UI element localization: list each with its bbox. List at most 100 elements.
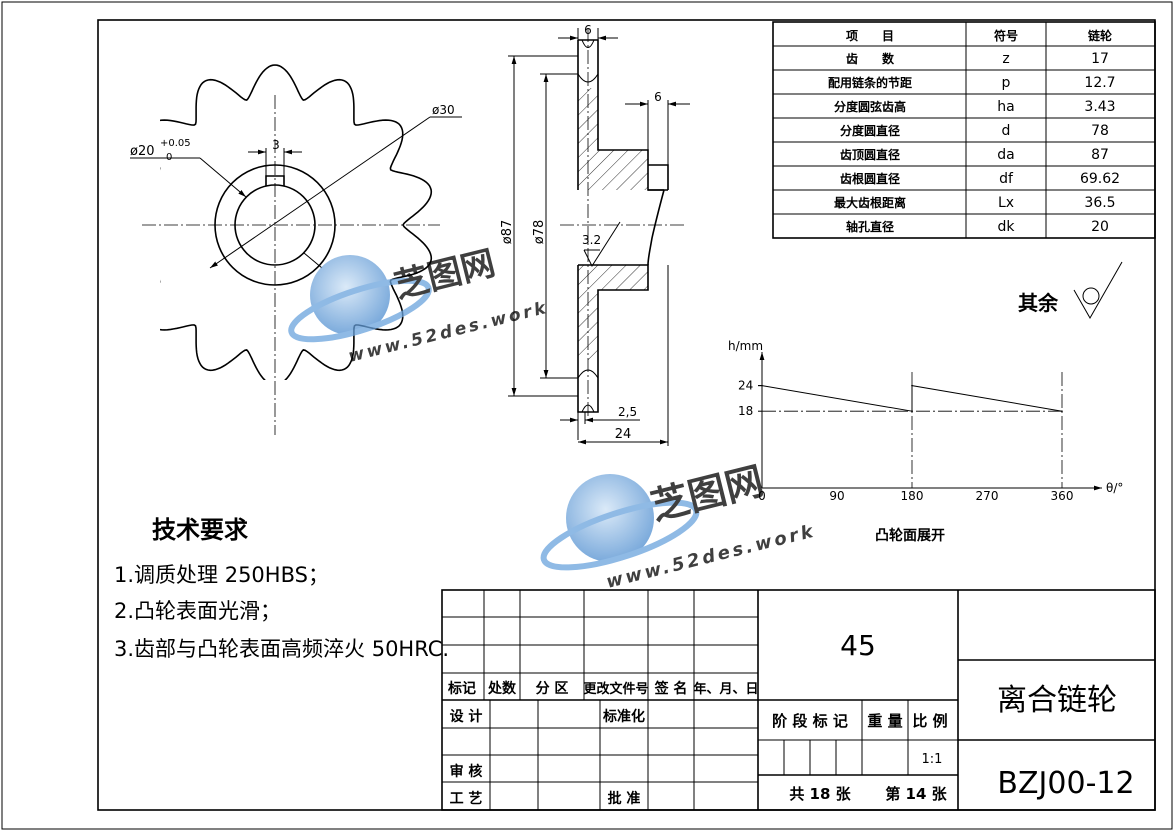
hub-circle [214, 164, 336, 286]
title-block: 标记 处数 分 区 更改文件号 签 名 年、月、日 设 计 标准化 审 核 工 … [441, 589, 1156, 811]
process-label: 工 艺 [450, 790, 483, 807]
param-header-symbol: 符号 [994, 28, 1018, 43]
bore-leader-ext [303, 252, 323, 269]
dim-bore-tol-upper: +0.05 [160, 138, 191, 149]
dim-bore-tol-lower: 0 [166, 152, 172, 163]
param-cell-value: 78 [1091, 123, 1109, 139]
cam-profile-point [911, 384, 913, 387]
sheets-total: 共 18 张 [789, 785, 851, 803]
watermark-swoosh [288, 277, 432, 343]
param-cell-item: 轴孔直径 [846, 219, 894, 234]
cam-profile-line [761, 385, 1063, 412]
surface-roughness-circle [1082, 287, 1100, 305]
scale-label: 比 例 [912, 712, 947, 730]
param-cell-value: 17 [1091, 51, 1109, 67]
param-cell-symbol: d [1002, 123, 1011, 139]
design-label: 设 计 [450, 708, 483, 725]
cam-y-tick-label: 18 [738, 404, 753, 418]
roughness-value: 3.2 [582, 233, 601, 247]
watermark-brand: 芝图网 [647, 458, 768, 528]
cam-x-tick-label: 270 [976, 489, 999, 503]
param-header-item: 项 目 [846, 29, 894, 43]
sprocket-outline [160, 64, 433, 380]
param-cell-value: 36.5 [1084, 195, 1115, 211]
tech-req-item: 2.凸轮表面光滑； [114, 599, 281, 623]
surface-note: 其余 [1018, 261, 1123, 320]
param-header-value: 链轮 [1088, 28, 1113, 43]
dim-hub: ø30 [432, 103, 455, 117]
dim-total: 24 [615, 427, 632, 442]
dim-da: ø87 [500, 220, 515, 245]
rev-header: 签 名 [654, 680, 688, 697]
cam-profile-point [1061, 410, 1063, 413]
param-cell-symbol: Lx [998, 195, 1014, 211]
param-cell-item: 齿根圆直径 [840, 171, 900, 186]
cam-x-tick-label: 0 [758, 489, 766, 503]
cam-profile-point [911, 410, 913, 413]
cam-chart-title: 凸轮面展开 [875, 527, 945, 544]
dim-keyway: 3 [272, 138, 280, 152]
param-cell-symbol: ha [997, 99, 1014, 115]
param-cell-symbol: z [1002, 51, 1009, 67]
param-cell-symbol: da [997, 147, 1014, 163]
watermark-swoosh [540, 499, 700, 571]
watermark-2: 芝图网 www.52des.work [540, 458, 818, 593]
tech-req-item: 1.调质处理 250HBS； [114, 563, 329, 587]
cam-x-label: θ/° [1106, 481, 1123, 495]
param-cell-item: 最大齿根距离 [834, 195, 906, 210]
param-cell-value: 12.7 [1084, 75, 1115, 91]
param-cell-item: 齿顶圆直径 [840, 147, 900, 162]
param-cell-value: 20 [1091, 219, 1109, 235]
drawing-no: BZJ00-12 [997, 766, 1134, 801]
keyway [265, 175, 285, 186]
rev-header: 标记 [447, 680, 476, 697]
param-cell-value: 87 [1091, 147, 1109, 163]
rev-header: 处数 [487, 680, 517, 697]
dim-bore: ø20 [130, 144, 155, 159]
dim-rim-width: 6 [584, 23, 592, 37]
param-cell-symbol: dk [998, 219, 1016, 235]
material: 45 [840, 629, 876, 662]
hub-dim-line [209, 116, 431, 269]
weight-label: 重 量 [867, 712, 902, 730]
cam-y-label: h/mm [728, 339, 763, 353]
section-hatch-upper [578, 88, 648, 190]
approve-label: 批 准 [608, 790, 641, 807]
dim-hub-ext: 6 [654, 90, 662, 104]
front-view: 3 ø20 +0.05 0 ø30 [130, 64, 462, 435]
surface-roughness-symbol [1073, 261, 1123, 320]
param-cell-value: 3.43 [1084, 99, 1115, 115]
section-view: ø87 ø78 6 6 3.2 2,5 24 [500, 23, 690, 446]
scale-value: 1:1 [922, 752, 943, 767]
stage-mark-label: 阶 段 标 记 [772, 712, 848, 730]
rev-header: 分 区 [536, 681, 569, 697]
cam-y-tick-label: 24 [738, 379, 753, 393]
watermark-brand: 芝图网 [391, 243, 500, 306]
bore-circle [234, 184, 316, 266]
watermark-1: 芝图网 www.52des.work [288, 243, 551, 367]
hub-chamfer [648, 164, 669, 191]
cam-x-tick-label: 180 [901, 489, 924, 503]
check-label: 审 核 [450, 763, 483, 780]
cam-face-curve [647, 189, 665, 266]
rev-header: 年、月、日 [693, 681, 758, 697]
roughness-symbol [583, 221, 621, 268]
cam-profile-point [761, 384, 763, 387]
tech-requirements: 技术要求 1.调质处理 250HBS； 2.凸轮表面光滑； 3.齿部与凸轮表面高… [114, 516, 449, 661]
param-cell-symbol: p [1002, 75, 1011, 91]
dim-d: ø78 [532, 220, 547, 245]
tech-req-item: 3.齿部与凸轮表面高频淬火 50HRC. [114, 637, 449, 661]
tech-req-title: 技术要求 [152, 516, 248, 544]
cam-x-tick-label: 90 [829, 489, 844, 503]
standard-label: 标准化 [602, 708, 645, 725]
section-hatch-lower [578, 265, 648, 360]
param-cell-value: 69.62 [1080, 171, 1120, 187]
tooth-tip-top [581, 39, 595, 48]
param-cell-symbol: df [999, 171, 1014, 187]
part-name: 离合链轮 [997, 683, 1117, 718]
param-cell-item: 配用链条的节距 [828, 75, 912, 90]
